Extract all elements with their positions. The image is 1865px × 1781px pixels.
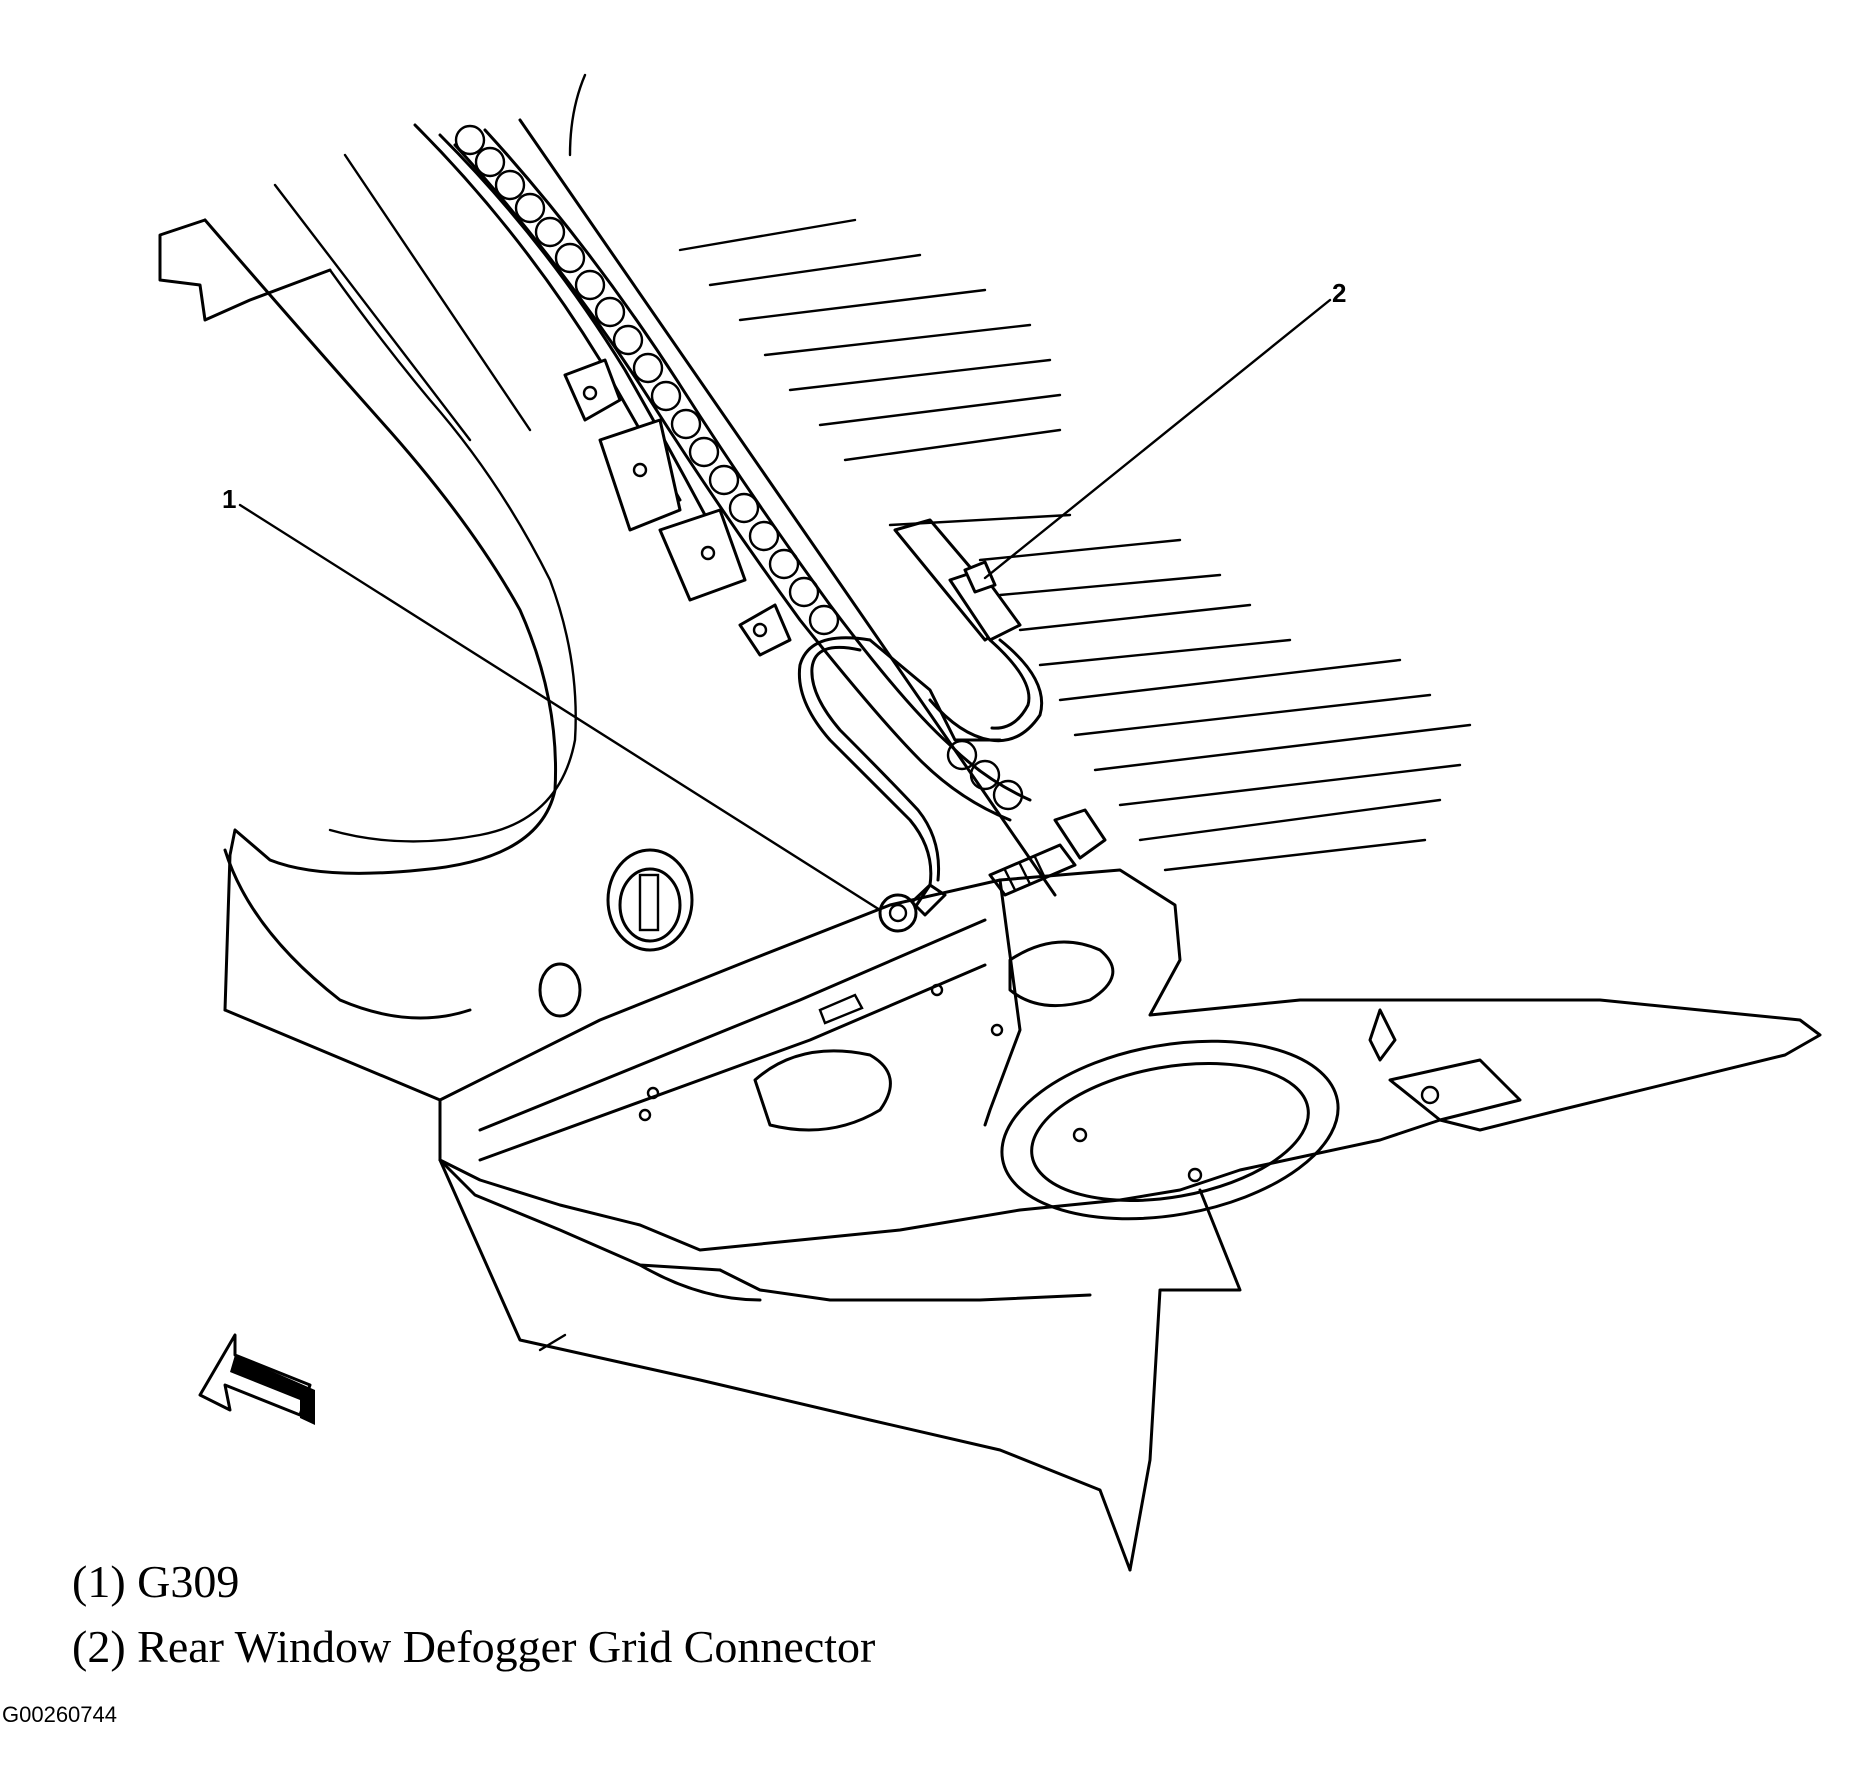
c-pillar-structure bbox=[158, 73, 1057, 1102]
view-direction-arrow bbox=[198, 1333, 315, 1425]
access-plug bbox=[538, 848, 694, 1018]
defogger-grid-connector bbox=[893, 518, 1044, 743]
callout-2-number: 2 bbox=[1332, 278, 1346, 308]
harness-retainer-clips bbox=[563, 358, 792, 657]
ground-bolt bbox=[878, 808, 1107, 933]
legend-item-1: (1) G309 bbox=[72, 1556, 240, 1607]
legend-item-2: (2) Rear Window Defogger Grid Connector bbox=[72, 1621, 876, 1672]
callout-1-leader bbox=[238, 503, 882, 912]
harness-conduit bbox=[453, 124, 1032, 822]
lower-body-panel bbox=[438, 1158, 1242, 1572]
callout-1-number: 1 bbox=[222, 484, 236, 514]
rear-shelf-panel bbox=[438, 868, 1822, 1272]
figure-code: G00260744 bbox=[2, 1702, 117, 1727]
callout-2-leader bbox=[983, 298, 1332, 580]
rear-glass-hatching bbox=[678, 218, 1472, 872]
